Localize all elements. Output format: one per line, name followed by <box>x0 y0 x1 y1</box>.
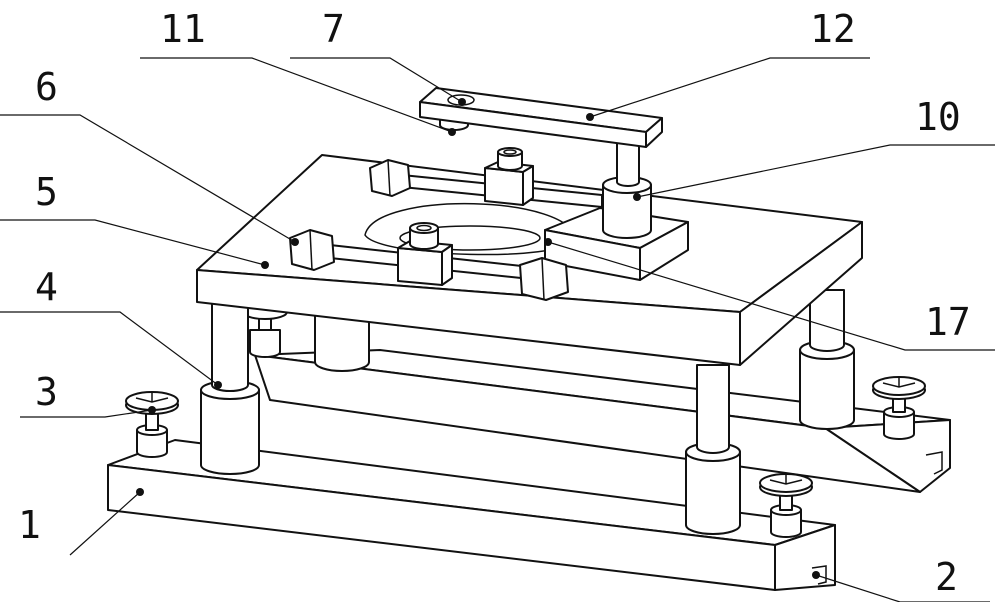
label-4: 4 <box>35 265 58 309</box>
label-12: 12 <box>810 7 856 51</box>
label-7: 7 <box>322 7 345 51</box>
screw-knob-right-back <box>872 376 926 440</box>
support-column <box>602 139 652 239</box>
label-17: 17 <box>925 300 971 344</box>
part-labels: 1 2 3 4 5 6 7 10 11 12 17 <box>18 7 971 599</box>
front-base <box>107 439 836 591</box>
screw-knob-back-left <box>242 304 288 358</box>
front-left-pillar <box>200 299 260 475</box>
leader-lines <box>0 57 995 602</box>
label-10: 10 <box>915 95 961 139</box>
rear-cylinder-right <box>799 289 855 430</box>
cross-arm <box>419 87 663 148</box>
screw-knob-right-front <box>759 473 813 538</box>
label-6: 6 <box>35 65 58 109</box>
label-2: 2 <box>935 555 958 599</box>
front-clamp-rod <box>289 222 569 301</box>
back-rail <box>254 349 951 493</box>
screw-knob-left <box>125 391 179 458</box>
label-1: 1 <box>18 503 41 547</box>
label-11: 11 <box>160 7 206 51</box>
front-right-pillar <box>685 364 741 535</box>
label-5: 5 <box>35 170 58 214</box>
top-plate <box>196 154 863 366</box>
rear-cylinder-left <box>314 309 370 372</box>
label-3: 3 <box>35 370 58 414</box>
leader-dots <box>136 98 820 579</box>
